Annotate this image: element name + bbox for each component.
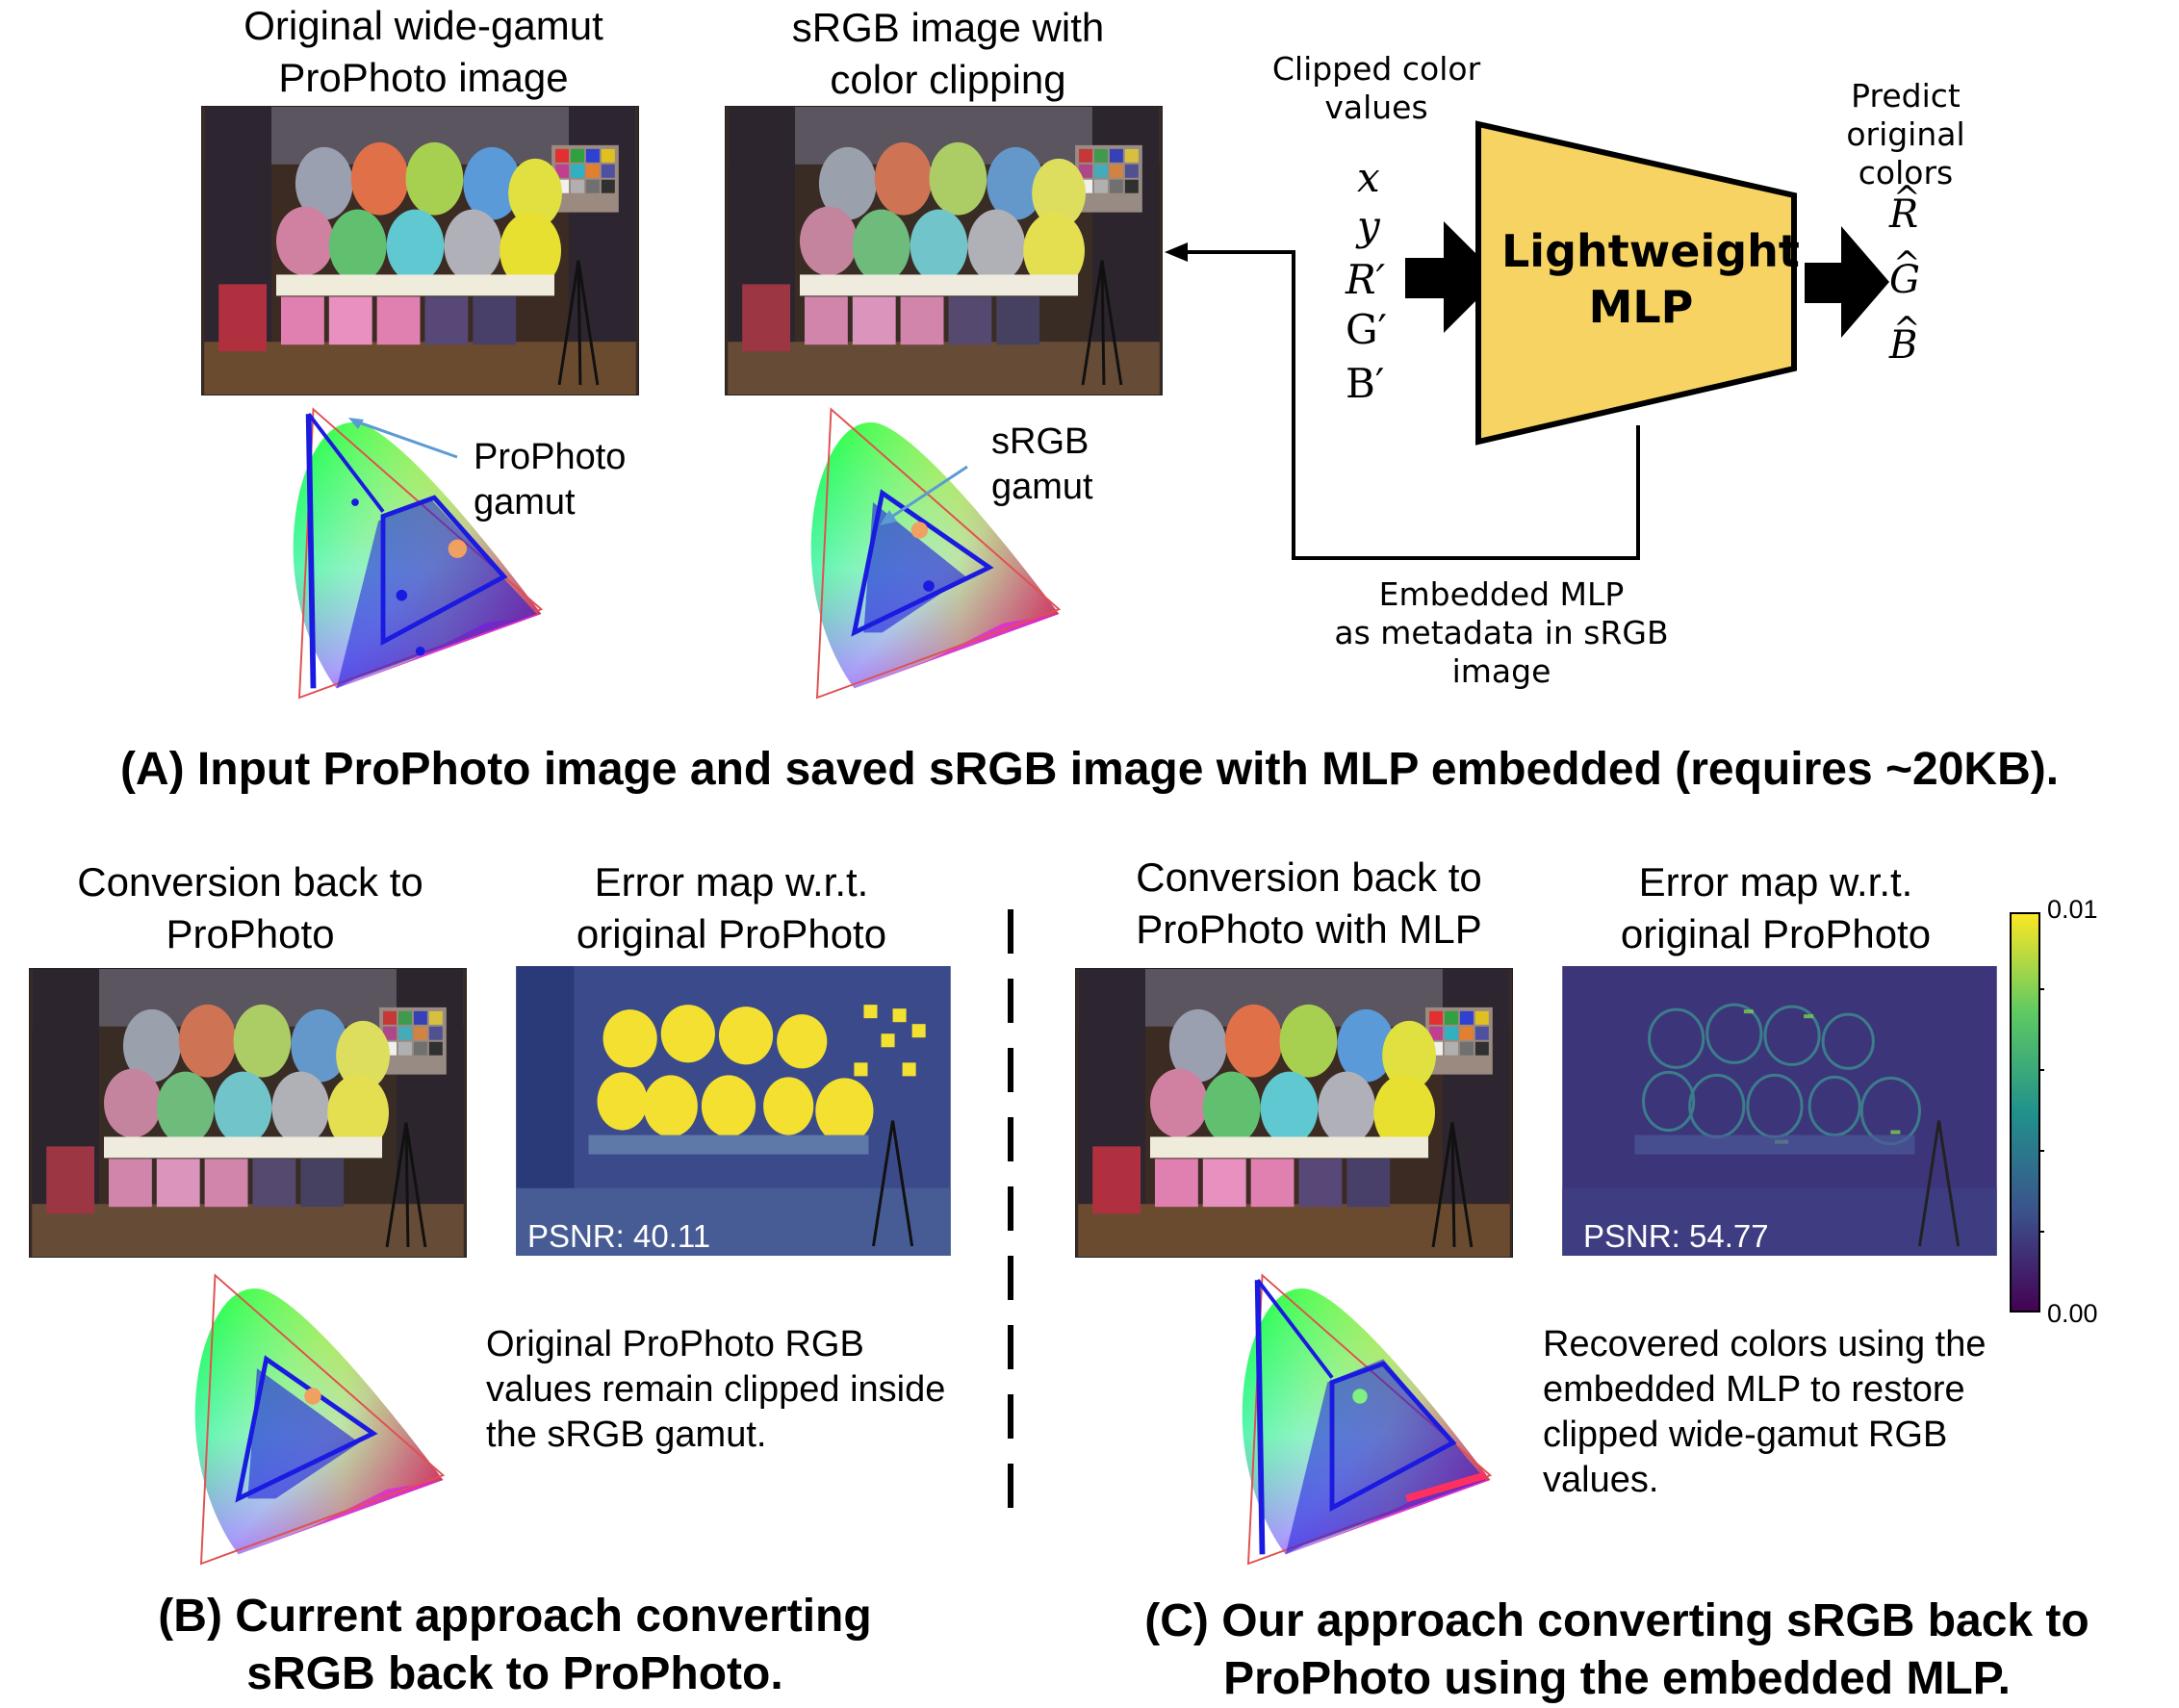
caption-original-prophoto: Original wide-gamut ProPhoto image [244, 3, 603, 100]
panel-c-title: (C) Our approach converting sRGB back to… [1144, 1595, 2089, 1704]
description-b: Original ProPhoto RGB values remain clip… [486, 1324, 946, 1455]
caption-conversion-b: Conversion back to ProPhoto [77, 859, 423, 956]
input-arrow [1405, 221, 1500, 333]
output-r-hat: ^R [1889, 179, 1921, 237]
caption-conversion-c: Conversion back to ProPhoto with MLP [1136, 854, 1482, 952]
srgb-clipped-photo [725, 106, 1163, 395]
mlp-label: Lightweight MLP [1501, 225, 1800, 333]
error-colorbar [2010, 912, 2044, 1313]
panel-a-title: (A) Input ProPhoto image and saved sRGB … [119, 744, 2060, 795]
error-map-b [516, 966, 951, 1256]
output-b-hat: ^B [1889, 310, 1921, 368]
cie-diagram-c [1220, 1265, 1500, 1583]
input-b-prime: B′ [1346, 360, 1385, 407]
embedded-mlp-label: Embedded MLP as metadata in sRGB image [1334, 575, 1669, 690]
cie-diagram-prophoto [271, 399, 551, 717]
conversion-photo-c [1075, 968, 1513, 1258]
error-map-c [1562, 966, 1997, 1256]
colorbar-max: 0.01 [2047, 895, 2098, 924]
caption-error-c: Error map w.r.t. original ProPhoto [1620, 859, 1932, 956]
caption-srgb-clipped: sRGB image with color clipping [791, 5, 1105, 102]
psnr-b: PSNR: 40.11 [527, 1218, 711, 1254]
embed-feedback-arrow [1165, 242, 1640, 560]
original-prophoto-photo [201, 106, 639, 395]
prophoto-gamut-arrow [348, 418, 458, 459]
srgb-gamut-label: sRGB gamut [991, 421, 1093, 507]
output-r-letter: R [1889, 192, 1919, 237]
clipped-values-label: Clipped color values [1271, 50, 1481, 126]
input-y: y [1357, 202, 1380, 249]
prophoto-gamut-label: ProPhoto gamut [474, 437, 627, 523]
predict-label: Predict original colors [1846, 77, 1965, 191]
output-g-hat: ^G [1889, 244, 1921, 302]
description-c: Recovered colors using the embedded MLP … [1543, 1324, 1987, 1500]
cie-diagram-b [173, 1265, 452, 1583]
conversion-photo-b [29, 968, 467, 1258]
psnr-c: PSNR: 54.77 [1583, 1218, 1769, 1254]
input-g-prime: G′ [1346, 306, 1388, 353]
panel-b-title: (B) Current approach converting sRGB bac… [158, 1591, 872, 1699]
input-r-prime: R′ [1346, 256, 1386, 303]
panel-divider [1008, 909, 1013, 1516]
output-b-letter: B [1889, 323, 1918, 368]
srgb-gamut-arrow [880, 465, 968, 525]
input-x: x [1357, 154, 1380, 201]
output-arrow [1805, 226, 1889, 338]
caption-error-b: Error map w.r.t. original ProPhoto [576, 859, 887, 956]
output-g-letter: G [1889, 258, 1920, 302]
cie-diagram-srgb [789, 404, 1068, 712]
colorbar-min: 0.00 [2047, 1299, 2098, 1328]
mlp-block [1475, 120, 1797, 446]
